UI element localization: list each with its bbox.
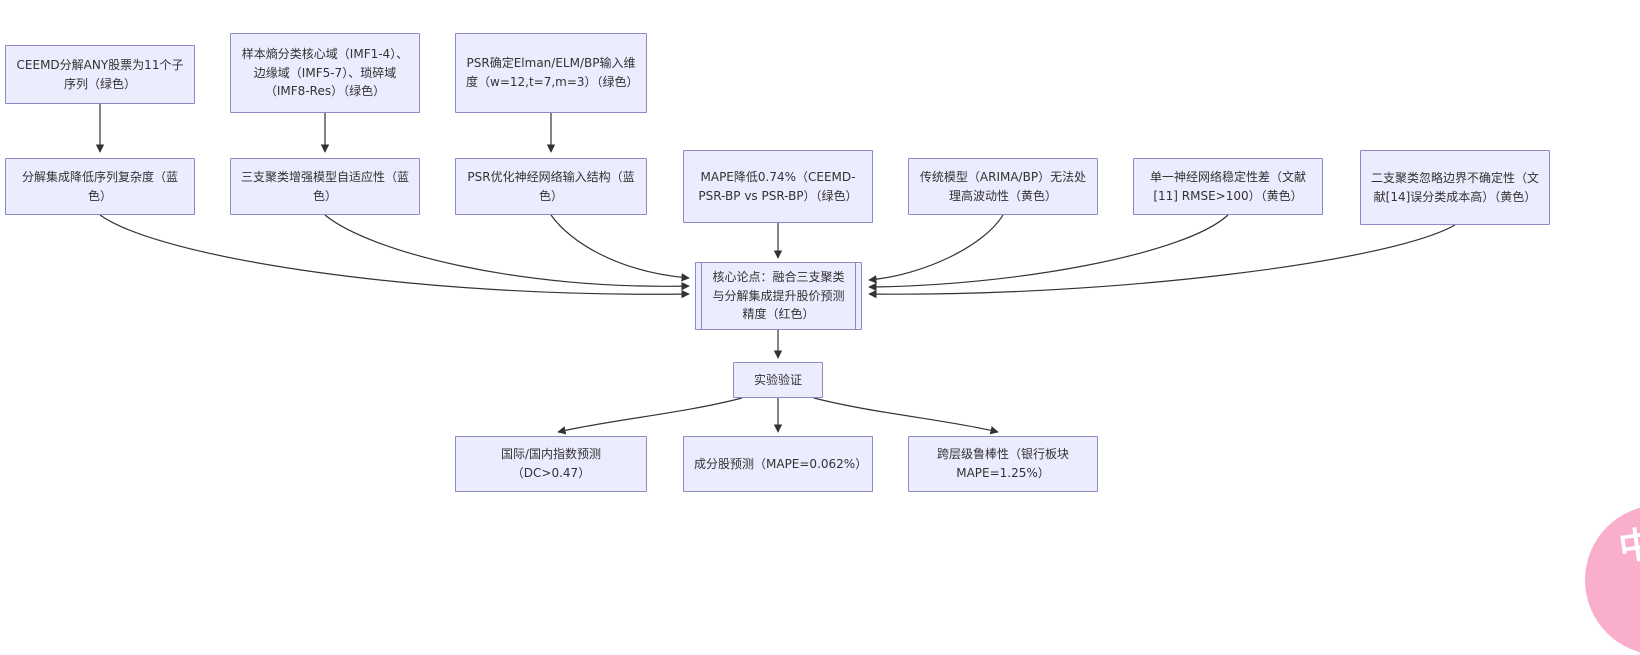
edge-decomp-to-core [99,214,690,299]
node-psr-input-dim: PSR确定Elman/ELM/BP输入维度（w=12,t=7,m=3）（绿色） [455,33,647,113]
node-decomp-complexity: 分解集成降低序列复杂度（蓝色） [5,158,195,215]
node-traditional-limit: 传统模型（ARIMA/BP）无法处理高波动性（黄色） [908,158,1098,215]
edge-experiment-to-robustness [813,397,999,435]
node-ceemd-decompose: CEEMD分解ANY股票为11个子序列（绿色） [5,45,195,104]
edge-experiment-to-index [557,397,743,435]
edge-traditional-to-core [868,214,1004,284]
subroutine-right-line [855,263,856,329]
node-core-thesis: 核心论点：融合三支聚类与分解集成提升股价预测精度（红色） [695,262,862,330]
node-twoway-limit: 二支聚类忽略边界不确定性（文献[14]误分类成本高）（黄色） [1360,150,1550,225]
node-sample-entropy: 样本熵分类核心域（IMF1-4）、边缘域（IMF5-7）、琐碎域（IMF8-Re… [230,33,420,113]
pink-logo-badge[interactable]: 中A [1585,505,1640,655]
edge-threeway-to-core [324,214,690,291]
edge-twoway-to-core [868,224,1456,299]
node-experiment-validation: 实验验证 [733,362,823,398]
pink-logo-text: 中A [1616,519,1640,570]
subroutine-left-line [701,263,702,329]
node-mape-reduction: MAPE降低0.74%（CEEMD-PSR-BP vs PSR-BP）（绿色） [683,150,873,223]
edge-psropt-to-core [550,214,690,282]
core-thesis-label: 核心论点：融合三支聚类与分解集成提升股价预测精度（红色） [712,270,845,322]
node-cross-level-robustness: 跨层级鲁棒性（银行板块 MAPE=1.25%） [908,436,1098,492]
node-psr-optimize: PSR优化神经网络输入结构（蓝色） [455,158,647,215]
node-threeway-adaptive: 三支聚类增强模型自适应性（蓝色） [230,158,420,215]
flowchart-canvas: CEEMD分解ANY股票为11个子序列（绿色） 样本熵分类核心域（IMF1-4）… [5,33,1640,655]
node-single-nn-instability: 单一神经网络稳定性差（文献[11] RMSE>100）（黄色） [1133,158,1323,215]
node-index-prediction: 国际/国内指数预测（DC>0.47） [455,436,647,492]
edge-singlenn-to-core [868,214,1229,292]
node-constituent-prediction: 成分股预测（MAPE=0.062%） [683,436,873,492]
